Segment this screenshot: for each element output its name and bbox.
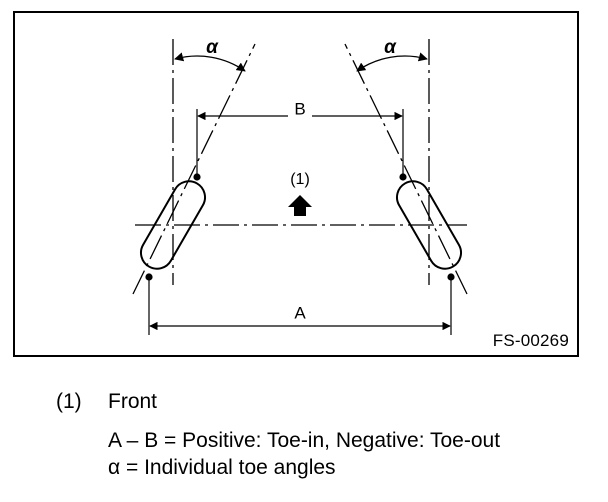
left-alpha-label: α bbox=[206, 37, 219, 58]
right-wheel-axis bbox=[344, 43, 468, 295]
left-wheel-axis bbox=[132, 43, 256, 295]
legend-item-number: (1) bbox=[56, 390, 82, 413]
legend-item-front: (1) Front bbox=[56, 388, 500, 415]
toe-diagram: B A α α (1) bbox=[132, 37, 468, 335]
left-toe-angle-arc bbox=[174, 52, 246, 72]
left-wheel bbox=[140, 180, 206, 270]
toe-diagram-frame: B A α α (1) FS-00269 bbox=[13, 11, 579, 357]
figure-code: FS-00269 bbox=[492, 331, 569, 350]
b-label: B bbox=[294, 99, 305, 118]
alpha-definition: α = Individual toe angles bbox=[108, 456, 336, 479]
toe-equation: A – B = Positive: Toe-in, Negative: Toe-… bbox=[108, 429, 501, 452]
a-label: A bbox=[294, 303, 306, 322]
right-toe-angle-arc bbox=[356, 52, 428, 72]
legend: (1) Front A – B = Positive: Toe-in, Nega… bbox=[56, 388, 500, 481]
front-marker-label: (1) bbox=[290, 171, 310, 188]
legend-item-label: Front bbox=[108, 390, 158, 413]
right-wheel bbox=[396, 180, 462, 270]
front-arrow-icon bbox=[288, 195, 312, 216]
right-alpha-label: α bbox=[384, 37, 397, 58]
